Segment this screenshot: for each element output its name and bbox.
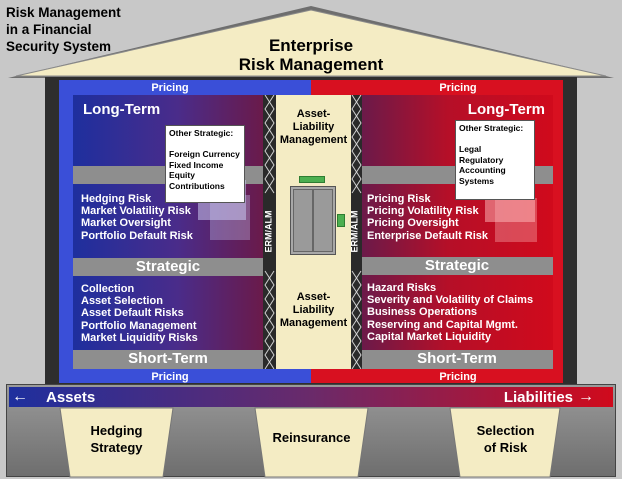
diagram-title: Risk Management in a Financial Security …: [6, 4, 121, 55]
box-line: Equity: [169, 170, 195, 180]
column-text-line: Asset-: [296, 291, 331, 303]
list-item: Reserving and Capital Mgmt.: [367, 318, 518, 331]
column-top-text: Asset- Liability Management: [276, 108, 351, 147]
elevator-door-right: [313, 189, 333, 252]
column-text-line: Management: [279, 317, 348, 329]
pricing-label: Pricing: [439, 82, 477, 94]
assets-label: Assets: [46, 389, 96, 406]
box-line: Fixed Income: [169, 159, 224, 170]
list-item: Market Liquidity Risks: [81, 331, 198, 344]
column-text-line: Asset-: [296, 108, 331, 120]
column-text-line: Management: [279, 134, 348, 146]
list-item: Asset Default Risks: [81, 307, 184, 320]
liabilities-label: Liabilities: [503, 389, 573, 406]
pricing-label: Pricing: [151, 371, 189, 383]
title-line: in a Financial: [6, 22, 92, 37]
assets-liabilities-bar: [9, 387, 613, 407]
left-shortterm-list: Collection Asset Selection Asset Default…: [81, 283, 198, 344]
list-item: Portfolio Management: [81, 319, 197, 332]
box-line: Other Strategic:: [459, 123, 524, 133]
right-shortterm-band: Short-Term: [361, 350, 553, 369]
pillar-label-selection: Selection of Risk: [458, 422, 553, 456]
right-shortterm-list: Hazard Risks Severity and Volatility of …: [367, 282, 533, 343]
box-line: Other Strategic:: [169, 128, 234, 138]
box-line: Contributions: [169, 180, 225, 191]
elevator-indicator: [299, 176, 325, 183]
left-other-strategic-box: Other Strategic: Foreign Currency Fixed …: [165, 125, 245, 203]
pillar-line: of Risk: [483, 440, 528, 455]
list-item: Market Volatility Risk: [81, 205, 191, 218]
elevator-door-left: [293, 189, 313, 252]
list-item: Pricing Volatility Risk: [367, 205, 479, 218]
roof-title: Enterprise Risk Management: [200, 36, 422, 74]
title-line: Risk Management: [6, 5, 121, 20]
pricing-label: Pricing: [151, 82, 189, 94]
right-strategic-band: Strategic: [361, 257, 553, 275]
list-item: Hazard Risks: [367, 282, 437, 294]
right-longterm-label: Long-Term: [467, 101, 545, 118]
roof: [8, 6, 614, 78]
list-item: Portfolio Default Risk: [81, 229, 193, 242]
left-strategic-band: Strategic: [73, 258, 263, 276]
right-risk-list: Pricing Risk Pricing Volatility Risk Pri…: [367, 193, 488, 242]
left-risk-list: Hedging Risk Market Volatility Risk Mark…: [81, 193, 193, 242]
box-line: Foreign Currency: [169, 149, 240, 159]
box-line: Regulatory: [459, 154, 504, 165]
list-item: Asset Selection: [81, 295, 163, 308]
elevator-button: [337, 214, 345, 227]
pillar-line: Hedging: [90, 423, 143, 438]
right-other-strategic-box: Other Strategic: Legal Regulatory Accoun…: [455, 120, 535, 200]
liabilities-arrow-icon: →: [578, 388, 594, 405]
pricing-label: Pricing: [439, 371, 477, 383]
list-item: Enterprise Default Risk: [367, 229, 489, 242]
column-text-line: Liability: [292, 304, 335, 316]
list-item: Severity and Volatility of Claims: [367, 294, 534, 307]
list-item: Hedging Risk: [81, 193, 152, 205]
roof-line: Risk Management: [238, 55, 384, 74]
column-zigzag: [264, 95, 362, 369]
box-line: Systems: [459, 175, 494, 186]
elevator-doors: [290, 186, 336, 255]
pillar-line: Selection: [476, 423, 535, 438]
column-text-line: Liability: [292, 121, 335, 133]
list-item: Pricing Oversight: [367, 217, 459, 230]
pillar-label-reinsurance: Reinsurance: [258, 429, 365, 446]
box-line: Legal: [459, 144, 482, 154]
right-box-shadow: [495, 198, 537, 242]
list-item: Market Oversight: [81, 217, 171, 230]
column-rail-right: [351, 95, 362, 369]
pillar-line: Reinsurance: [272, 430, 351, 445]
list-item: Business Operations: [367, 306, 478, 319]
pillar-line: Strategy: [90, 440, 143, 455]
list-item: Capital Market Liquidity: [367, 330, 492, 343]
title-line: Security System: [6, 39, 112, 54]
assets-arrow-icon: ←: [12, 388, 28, 405]
roof-line: Enterprise: [268, 36, 354, 55]
pillar-label-hedging: Hedging Strategy: [70, 422, 163, 456]
list-item: Pricing Risk: [367, 193, 431, 205]
column-bottom-text: Asset- Liability Management: [276, 291, 351, 330]
list-item: Collection: [81, 283, 135, 295]
box-line: Accounting: [459, 165, 506, 175]
left-longterm-label: Long-Term: [83, 101, 161, 118]
left-shortterm-band: Short-Term: [73, 350, 263, 369]
